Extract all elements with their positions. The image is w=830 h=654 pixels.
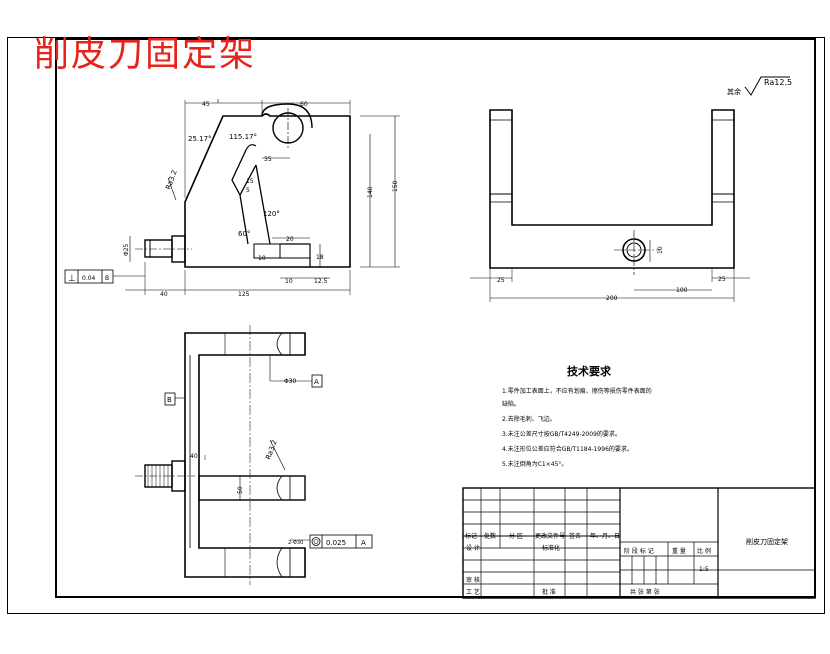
top-dim-50: 50: [237, 486, 244, 494]
dim-angle-a: 25.17°: [188, 135, 212, 143]
drawing-frame-outer: [7, 37, 825, 614]
tb-scale-label: 比 例: [697, 548, 711, 555]
tb-scale: 1:5: [699, 566, 709, 573]
perp-datum: B: [105, 275, 109, 282]
roughness-value: Ra12.5: [764, 78, 792, 87]
tb-col-doc: 更改文件号: [535, 533, 566, 540]
perpendicularity-tolerance: ⊥ 0.04 B: [64, 269, 145, 284]
concentric-datum: A: [361, 539, 366, 547]
dim-120deg: 120°: [263, 210, 280, 218]
dim-40: 40: [160, 291, 168, 298]
concentric-value: 0.025: [326, 539, 346, 547]
side-dim-25a: 25: [497, 277, 505, 284]
title-block: [462, 487, 816, 599]
dim-18: 18: [316, 254, 324, 261]
requirement-item: 1.零件加工表面上，不应有划痕、擦伤等损伤零件表面的: [502, 388, 652, 395]
datum-b: B: [167, 396, 172, 404]
front-ra32: Ra3.2: [164, 169, 178, 191]
dim-125: 125: [238, 291, 250, 298]
dim-150: 150: [392, 180, 399, 192]
tb-standard: 标准化: [542, 545, 561, 552]
dim-5: 5: [246, 187, 250, 194]
title-block-name: 削皮刀固定架: [746, 538, 788, 546]
drawing-title: 削皮刀固定架: [34, 35, 257, 75]
tb-col-zone: 分 区: [509, 533, 523, 540]
side-dim-100: 100: [676, 287, 688, 294]
tb-process: 工 艺: [466, 589, 480, 596]
tb-design: 设 计: [466, 545, 480, 552]
side-dim-200: 200: [606, 295, 618, 302]
tb-approve: 批 准: [542, 589, 556, 596]
perp-symbol: ⊥: [68, 274, 76, 284]
datum-a: A: [314, 378, 319, 386]
side-view: 25 200 100 25 10: [470, 109, 750, 302]
side-dim-10: 10: [657, 246, 664, 254]
requirement-item: 5.未注倒角为C1×45°。: [502, 461, 568, 468]
dim-15: 15: [246, 178, 254, 185]
dim-shaft: Φ25: [123, 243, 130, 256]
dim-top-b: 60: [300, 101, 308, 108]
drawing-frame-inner: [55, 38, 816, 598]
top-ra32: Ra3.2: [264, 439, 278, 461]
requirement-item: 3.未注公差尺寸按GB/T4249-2009的要求。: [502, 431, 621, 438]
tb-col-count: 处数: [484, 533, 497, 540]
tb-col-date: 年、月、日: [590, 533, 621, 540]
dim-d10b: 10: [285, 278, 293, 285]
requirements-title: 技术要求: [567, 365, 611, 378]
dim-10: 10: [258, 255, 266, 262]
dim-angle-b: 115.17°: [229, 133, 257, 141]
tb-review: 审 核: [466, 577, 480, 584]
dim-140: 140: [367, 186, 374, 198]
requirement-item: 2.去除毛刺、飞边。: [502, 416, 556, 423]
requirement-item: 4.未注形位公差应符合GB/T1184-1996的要求。: [502, 446, 633, 453]
tb-stage: 阶 段 标 记: [624, 548, 654, 555]
top-view: Φ30 40 50 Ra3.2 A B 2-Φ30 0.025 A: [135, 325, 373, 585]
requirement-item: 缺陷。: [502, 401, 521, 408]
concentric-prefix: 2-Φ30: [288, 540, 303, 546]
tb-sheet: 共 张 第 张: [630, 589, 660, 596]
tb-col-sign: 签名: [569, 533, 582, 540]
dim-top-a: 45: [202, 101, 210, 108]
front-view: 45 60 25.17° 115.17° 35 15 5 120° 60° 20…: [123, 99, 400, 298]
roughness-prefix: 其余: [727, 87, 741, 96]
top-dim-30: Φ30: [284, 378, 297, 385]
top-dim-40: 40: [190, 453, 198, 460]
tb-weight: 重 量: [672, 548, 686, 555]
perp-value: 0.04: [82, 275, 96, 282]
dim-20: 20: [286, 236, 294, 243]
dim-12-5: 12.5: [314, 278, 328, 285]
roughness-symbol: 其余 Ra12.5: [727, 76, 792, 96]
tb-col-mark: 标记: [465, 533, 478, 540]
dim-60deg: 60°: [238, 230, 250, 238]
side-dim-25b: 25: [718, 276, 726, 283]
dim-35: 35: [264, 156, 272, 163]
